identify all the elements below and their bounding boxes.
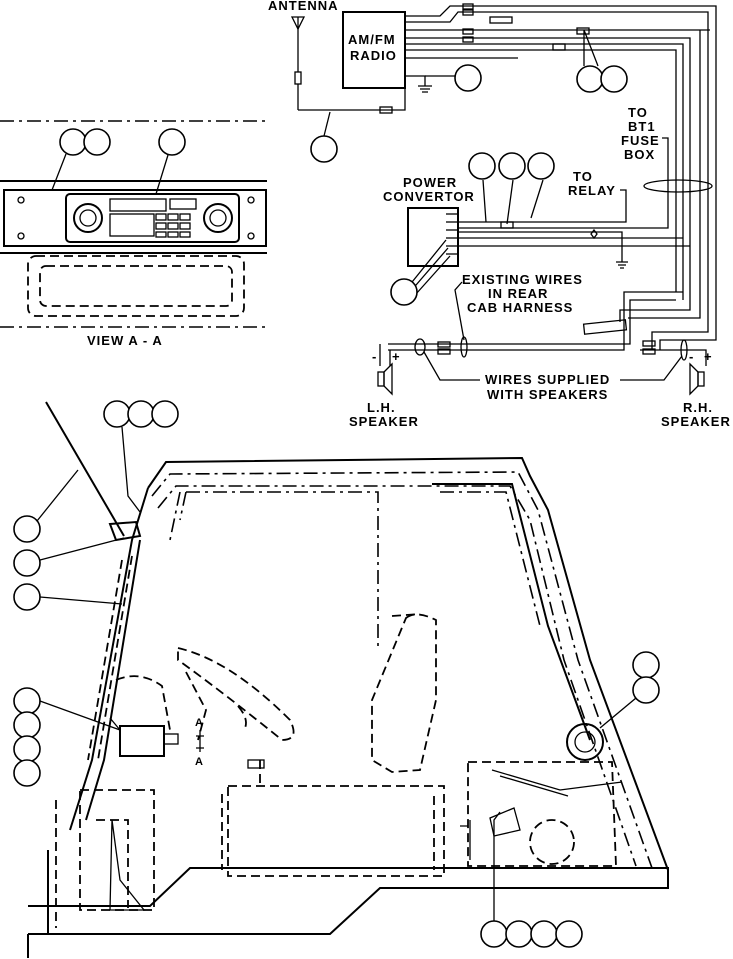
callout-circle <box>13 583 41 611</box>
dash-radio-unit <box>119 725 165 757</box>
power-convertor-label-line1: POWER <box>403 175 457 190</box>
lh-speaker-label-line2: SPEAKER <box>349 414 419 429</box>
volume-knob <box>73 203 103 233</box>
callout-circle <box>555 920 583 948</box>
callout-circle <box>390 278 418 306</box>
schematic-callouts <box>310 29 628 306</box>
to-bt1-label-line1: TO <box>628 105 648 120</box>
callout-circle <box>83 128 111 156</box>
rh-minus-sign: - <box>689 349 694 364</box>
cab-assembly: A A <box>27 401 669 958</box>
callout-circle <box>527 152 555 180</box>
callout-circle <box>310 135 338 163</box>
radio-label-line1: AM/FM <box>348 32 396 47</box>
to-bt1-label-line4: BOX <box>624 147 655 162</box>
existing-wires-label-line1: EXISTING WIRES <box>462 272 583 287</box>
callout-circle <box>103 400 131 428</box>
radio-faceplate <box>3 189 267 247</box>
to-bt1-label-line3: FUSE <box>621 133 660 148</box>
rh-speaker-label-line2: SPEAKER <box>661 414 731 429</box>
radio-front-panel <box>65 193 240 243</box>
section-a-top: A <box>195 717 203 729</box>
callout-circle <box>480 920 508 948</box>
antenna-icon <box>290 16 406 114</box>
lh-speaker-label-line1: L.H. <box>367 400 396 415</box>
callout-circle <box>505 920 533 948</box>
callout-circle <box>13 515 41 543</box>
wires-supplied-label-line1: WIRES SUPPLIED <box>485 372 610 387</box>
rh-speaker-mount <box>566 723 604 761</box>
callout-circle <box>13 759 41 787</box>
radio-output-wires <box>405 3 717 350</box>
callout-circle <box>13 687 41 715</box>
lh-plus-sign: + <box>392 349 401 364</box>
callout-circle <box>59 128 87 156</box>
radio-label-line2: RADIO <box>350 48 397 63</box>
rh-speaker-icon <box>689 362 705 396</box>
callout-circle <box>13 549 41 577</box>
power-convertor-box <box>407 207 459 267</box>
callout-circle <box>127 400 155 428</box>
to-relay-label-line1: TO <box>573 169 593 184</box>
rear-cab-harness <box>388 291 707 366</box>
power-convertor-label-line2: CONVERTOR <box>383 189 475 204</box>
antenna-mast <box>45 401 125 537</box>
existing-wires-label-line2: IN REAR <box>488 286 548 301</box>
callout-circle <box>530 920 558 948</box>
callout-circle <box>468 152 496 180</box>
callout-circle <box>151 400 179 428</box>
wiring-schematic: ANTENNA AM/FM RADIO <box>268 0 731 429</box>
view-a-a: VIEW A - A <box>0 120 267 348</box>
callout-circle <box>13 735 41 763</box>
callout-circle <box>454 64 482 92</box>
to-relay-label-line2: RELAY <box>568 183 616 198</box>
view-a-a-label: VIEW A - A <box>87 333 163 348</box>
to-bt1-label-line2: BT1 <box>628 119 656 134</box>
lh-minus-sign: - <box>372 349 377 364</box>
cab-callouts <box>13 400 660 948</box>
callout-circle <box>632 651 660 679</box>
tune-knob <box>203 203 233 233</box>
radio-display <box>109 198 167 212</box>
callout-circle <box>600 65 628 93</box>
harness-bundle-marker <box>643 179 713 193</box>
callout-circle <box>632 676 660 704</box>
wires-supplied-label-line2: WITH SPEAKERS <box>487 387 608 402</box>
rh-speaker-label-line1: R.H. <box>683 400 713 415</box>
callout-circle <box>13 711 41 739</box>
lh-speaker-icon <box>377 362 393 396</box>
callout-circle <box>576 65 604 93</box>
callout-circle <box>158 128 186 156</box>
callout-circle <box>498 152 526 180</box>
antenna-label: ANTENNA <box>268 0 339 13</box>
existing-wires-label-line3: CAB HARNESS <box>467 300 573 315</box>
section-a-bottom: A <box>195 756 203 768</box>
rh-plus-sign: + <box>704 349 713 364</box>
